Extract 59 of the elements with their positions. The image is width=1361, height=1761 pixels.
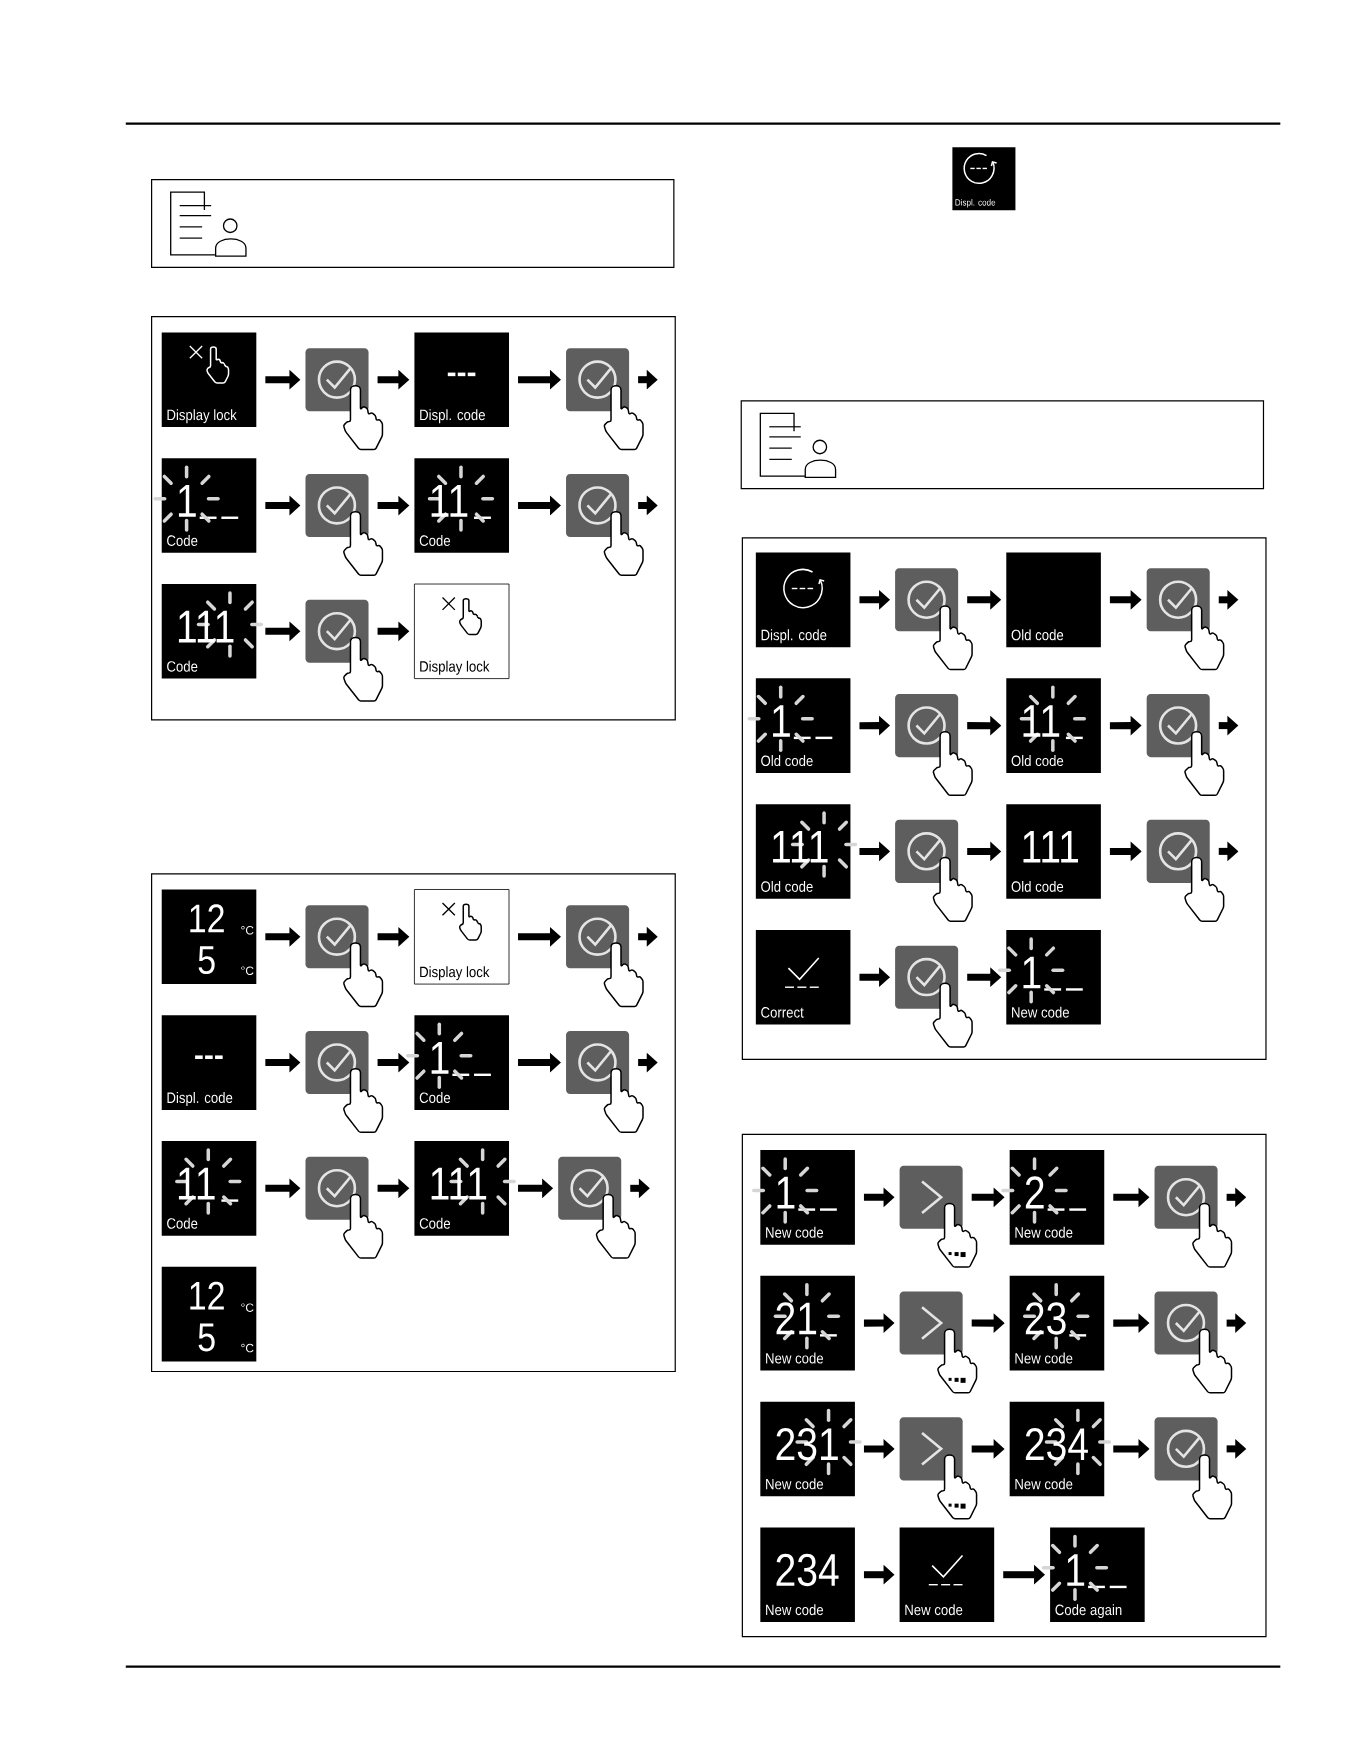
- confirm-button: [565, 905, 629, 969]
- confirm-button: [305, 473, 369, 537]
- display-screen: Display lock: [161, 332, 257, 428]
- display-screen: 11 Code: [161, 1141, 257, 1236]
- display-screen: New code: [899, 1527, 995, 1622]
- confirm-button: [565, 348, 629, 412]
- confirm-button: [565, 473, 629, 537]
- confirm-button: [1154, 1417, 1218, 1481]
- display-screen: Display lock: [413, 889, 510, 985]
- confirm-button: [565, 1031, 629, 1095]
- confirm-button: [1146, 694, 1210, 758]
- display-screen: 12 °C 5 °C: [161, 889, 257, 985]
- confirm-button: [1146, 819, 1210, 883]
- display-screen: Correct: [755, 929, 851, 1025]
- confirm-button: [1154, 1165, 1218, 1229]
- confirm-button: [1146, 568, 1210, 632]
- display-screen: --- Displ. code: [414, 332, 509, 428]
- panel-frame: [741, 537, 1267, 1060]
- next-button: [899, 1417, 963, 1481]
- display-screen: 1 Code: [406, 1015, 509, 1110]
- confirm-button: [895, 819, 959, 883]
- display-screen: 23 New code: [1009, 1275, 1105, 1371]
- display-screen: 11 Code: [414, 458, 509, 553]
- display-screen: 111 Code: [414, 1141, 516, 1236]
- display-screen: 1 Old code: [747, 678, 851, 773]
- display-screen: 1 New code: [751, 1150, 855, 1245]
- panel-frame: [150, 316, 676, 721]
- confirm-button: [895, 568, 959, 632]
- display-screen: 2 New code: [1001, 1150, 1105, 1245]
- display-screen: 231 New code: [760, 1401, 862, 1497]
- display-screen: 1 New code: [997, 929, 1101, 1025]
- confirm-button: [558, 1156, 622, 1220]
- display-screen: Old code: [1006, 552, 1101, 648]
- confirm-button: [305, 348, 369, 412]
- panel-frame: [150, 873, 676, 1373]
- confirm-button: [305, 1031, 369, 1095]
- next-button: [899, 1291, 963, 1355]
- display-screen: Displ. code: [952, 147, 1016, 211]
- display-screen: 234 New code: [760, 1527, 855, 1622]
- display-screen: Displ. code: [755, 552, 851, 648]
- display-screen: 111 Old code: [1006, 804, 1101, 899]
- confirm-button: [305, 599, 369, 663]
- display-screen: 111 Code: [161, 584, 264, 679]
- display-screen: 12 °C 5 °C: [161, 1266, 257, 1362]
- display-screen: 1 Code again: [1041, 1527, 1145, 1622]
- display-screen: Display lock: [413, 583, 510, 679]
- display-screen: 1 Code: [153, 458, 257, 553]
- display-screen: --- Displ. code: [161, 1015, 257, 1110]
- confirm-button: [895, 945, 959, 1009]
- confirm-button: [1154, 1291, 1218, 1355]
- panel-frame: [741, 1133, 1267, 1638]
- display-screen: 234 New code: [1009, 1401, 1111, 1497]
- display-screen: 111 Old code: [755, 804, 858, 899]
- confirm-button: [305, 1156, 369, 1220]
- next-button: [899, 1165, 963, 1229]
- display-screen: 11 Old code: [1006, 678, 1101, 773]
- confirm-button: [305, 905, 369, 969]
- display-screen: 21 New code: [760, 1275, 855, 1371]
- confirm-button: [895, 694, 959, 758]
